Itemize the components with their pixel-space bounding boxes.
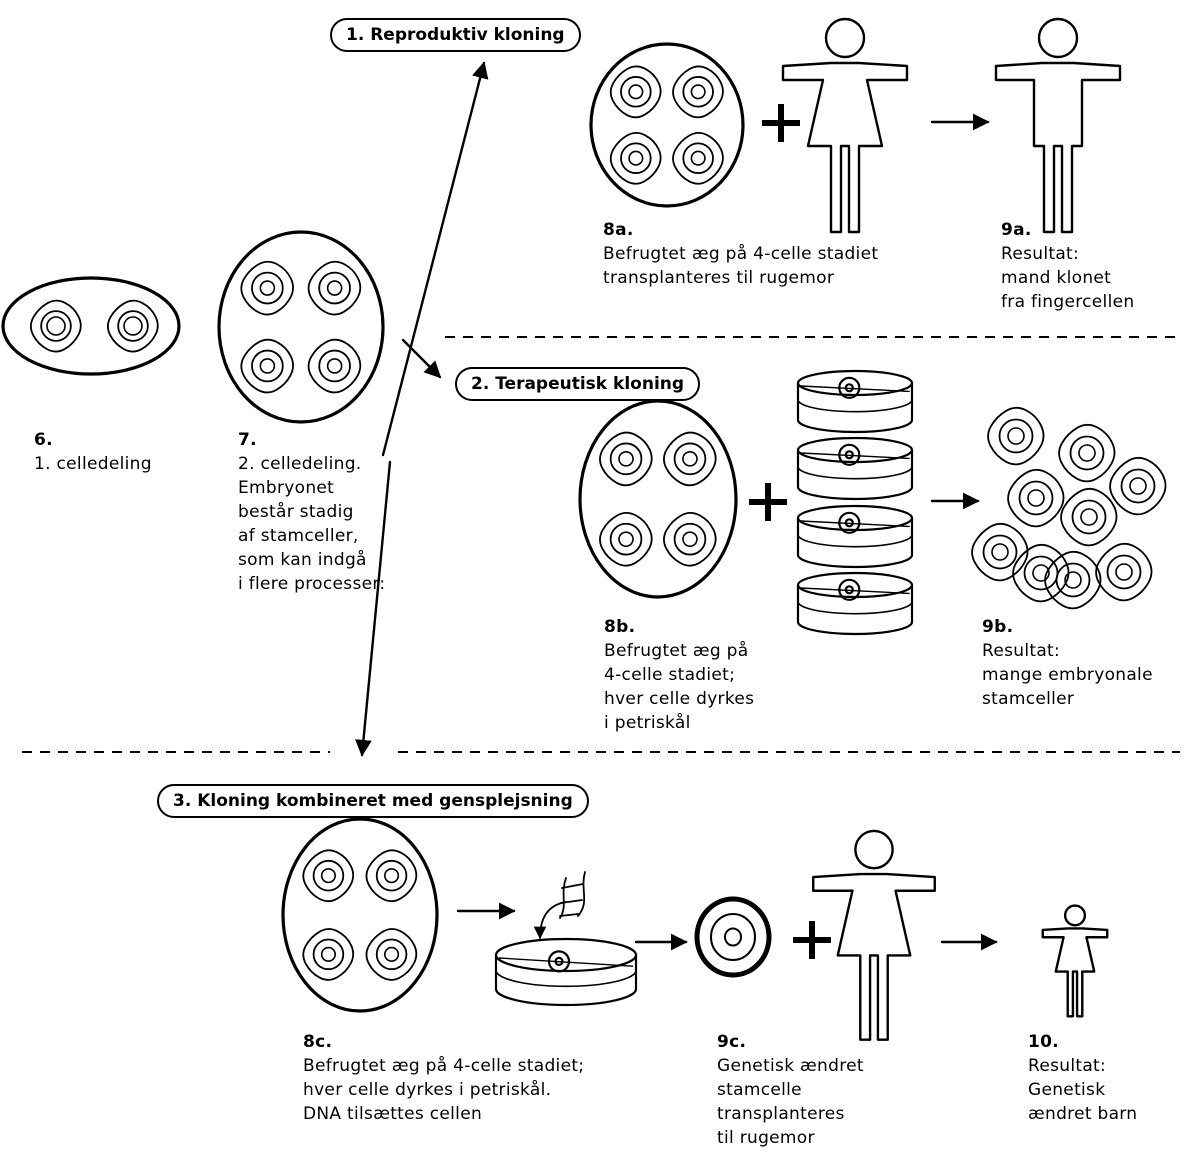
stem-cell-icon: [1007, 468, 1065, 528]
step-text-line: Genetisk ændret: [717, 1056, 864, 1076]
woman-icon: [812, 829, 936, 1041]
man-icon: [994, 17, 1122, 234]
step-text-line: ændret barn: [1028, 1104, 1138, 1124]
step-7-caption: 7. 2. celledeling. Embryonet består stadig a…: [238, 428, 385, 596]
plus-icon: [762, 104, 800, 142]
step-text-line: Resultat:: [1028, 1056, 1107, 1076]
step-6-caption: 6. 1. celledeling: [34, 428, 152, 476]
step-text-line: transplanteres til rugemor: [603, 268, 835, 288]
step-text-line: stamcelle: [717, 1080, 802, 1100]
step-8c-caption: 8c. Befrugtet æg på 4-celle stadiet; hver …: [303, 1030, 584, 1126]
arrow-icon: [355, 460, 392, 757]
step-text-line: transplanteres: [717, 1104, 845, 1124]
stem-cell-icon: [1095, 542, 1153, 602]
step-9c-caption: 9c. Genetisk ændret stamcelle transplantere…: [717, 1030, 864, 1150]
step-text-line: DNA tilsættes cellen: [303, 1104, 483, 1124]
petri-dish-icon: [796, 571, 914, 636]
step-9a-caption: 9a. Resultat: mand klonet fra fingercellen: [1001, 218, 1134, 314]
step-text-line: af stamceller,: [238, 526, 359, 546]
step-text-line: hver celle dyrkes: [604, 689, 755, 709]
step-number: 6.: [34, 430, 53, 450]
step-number: 9c.: [717, 1032, 747, 1052]
step-number: 7.: [238, 430, 257, 450]
step-number: 9b.: [982, 617, 1014, 637]
step-text-line: til rugemor: [717, 1128, 815, 1148]
petri-dish-icon: [796, 436, 914, 501]
step-text-line: Resultat:: [1001, 244, 1080, 264]
stem-cell-icon: [1012, 543, 1070, 603]
stem-cell-icon: [971, 522, 1029, 582]
step-text-line: 2. celledeling.: [238, 454, 362, 474]
step-10-caption: 10. Resultat: Genetisk ændret barn: [1028, 1030, 1137, 1126]
arrow-icon: [381, 61, 489, 457]
plus-icon: [793, 921, 831, 959]
step-text-line: består stadig: [238, 502, 354, 522]
step-text-line: Befrugtet æg på 4-celle stadiet: [603, 244, 879, 264]
dna-icon: [533, 871, 586, 940]
petri-dish-icon: [494, 937, 638, 1007]
step-text-line: hver celle dyrkes i petriskål.: [303, 1080, 552, 1100]
step-number: 10.: [1028, 1032, 1060, 1052]
stem-cell-icon: [694, 896, 772, 978]
embryo-2-cell-icon: [1, 276, 181, 376]
step-text-line: Befrugtet æg på: [604, 641, 749, 661]
step-text-line: i petriskål: [604, 713, 691, 733]
step-text-line: fra fingercellen: [1001, 292, 1135, 312]
step-text-line: Resultat:: [982, 641, 1061, 661]
step-text-line: 4-celle stadiet;: [604, 665, 736, 685]
step-text-line: stamceller: [982, 689, 1075, 709]
step-number: 8a.: [603, 220, 634, 240]
step-8b-caption: 8b. Befrugtet æg på 4-celle stadiet; hver c…: [604, 615, 754, 735]
stem-cell-icon: [1044, 550, 1102, 610]
arrow-icon: [401, 338, 442, 379]
step-number: 8c.: [303, 1032, 333, 1052]
step-number: 8b.: [604, 617, 636, 637]
step-text-line: Befrugtet æg på 4-celle stadiet;: [303, 1056, 585, 1076]
stem-cell-icon: [1109, 456, 1167, 516]
woman-icon: [781, 17, 909, 234]
step-text-line: mand klonet: [1001, 268, 1112, 288]
step-text-line: 1. celledeling: [34, 454, 152, 474]
step-text-line: i flere processer:: [238, 574, 386, 594]
embryo-4-cell-icon: [589, 42, 745, 208]
process-label-therapeutic: 2. Terapeutisk kloning: [455, 367, 701, 401]
step-text-line: mange embryonale: [982, 665, 1153, 685]
embryo-4-cell-icon: [217, 230, 385, 424]
step-number: 9a.: [1001, 220, 1032, 240]
embryo-4-cell-icon: [578, 399, 738, 599]
embryo-4-cell-icon: [281, 817, 439, 1013]
step-text-line: som kan indgå: [238, 550, 367, 570]
stem-cell-icon: [987, 406, 1045, 466]
stem-cell-icon: [1058, 423, 1116, 483]
step-text-line: Genetisk: [1028, 1080, 1106, 1100]
petri-dish-icon: [796, 504, 914, 569]
plus-icon: [749, 483, 787, 521]
child-icon: [1041, 904, 1109, 1018]
step-text-line: Embryonet: [238, 478, 335, 498]
petri-dish-icon: [796, 369, 914, 434]
process-label-genetic: 3. Kloning kombineret med gensplejsning: [157, 784, 589, 818]
process-label-reproductive: 1. Reproduktiv kloning: [330, 18, 581, 52]
stem-cell-icon: [1060, 487, 1118, 547]
step-8a-caption: 8a. Befrugtet æg på 4-celle stadiet transp…: [603, 218, 878, 290]
step-9b-caption: 9b. Resultat: mange embryonale stamceller: [982, 615, 1153, 711]
